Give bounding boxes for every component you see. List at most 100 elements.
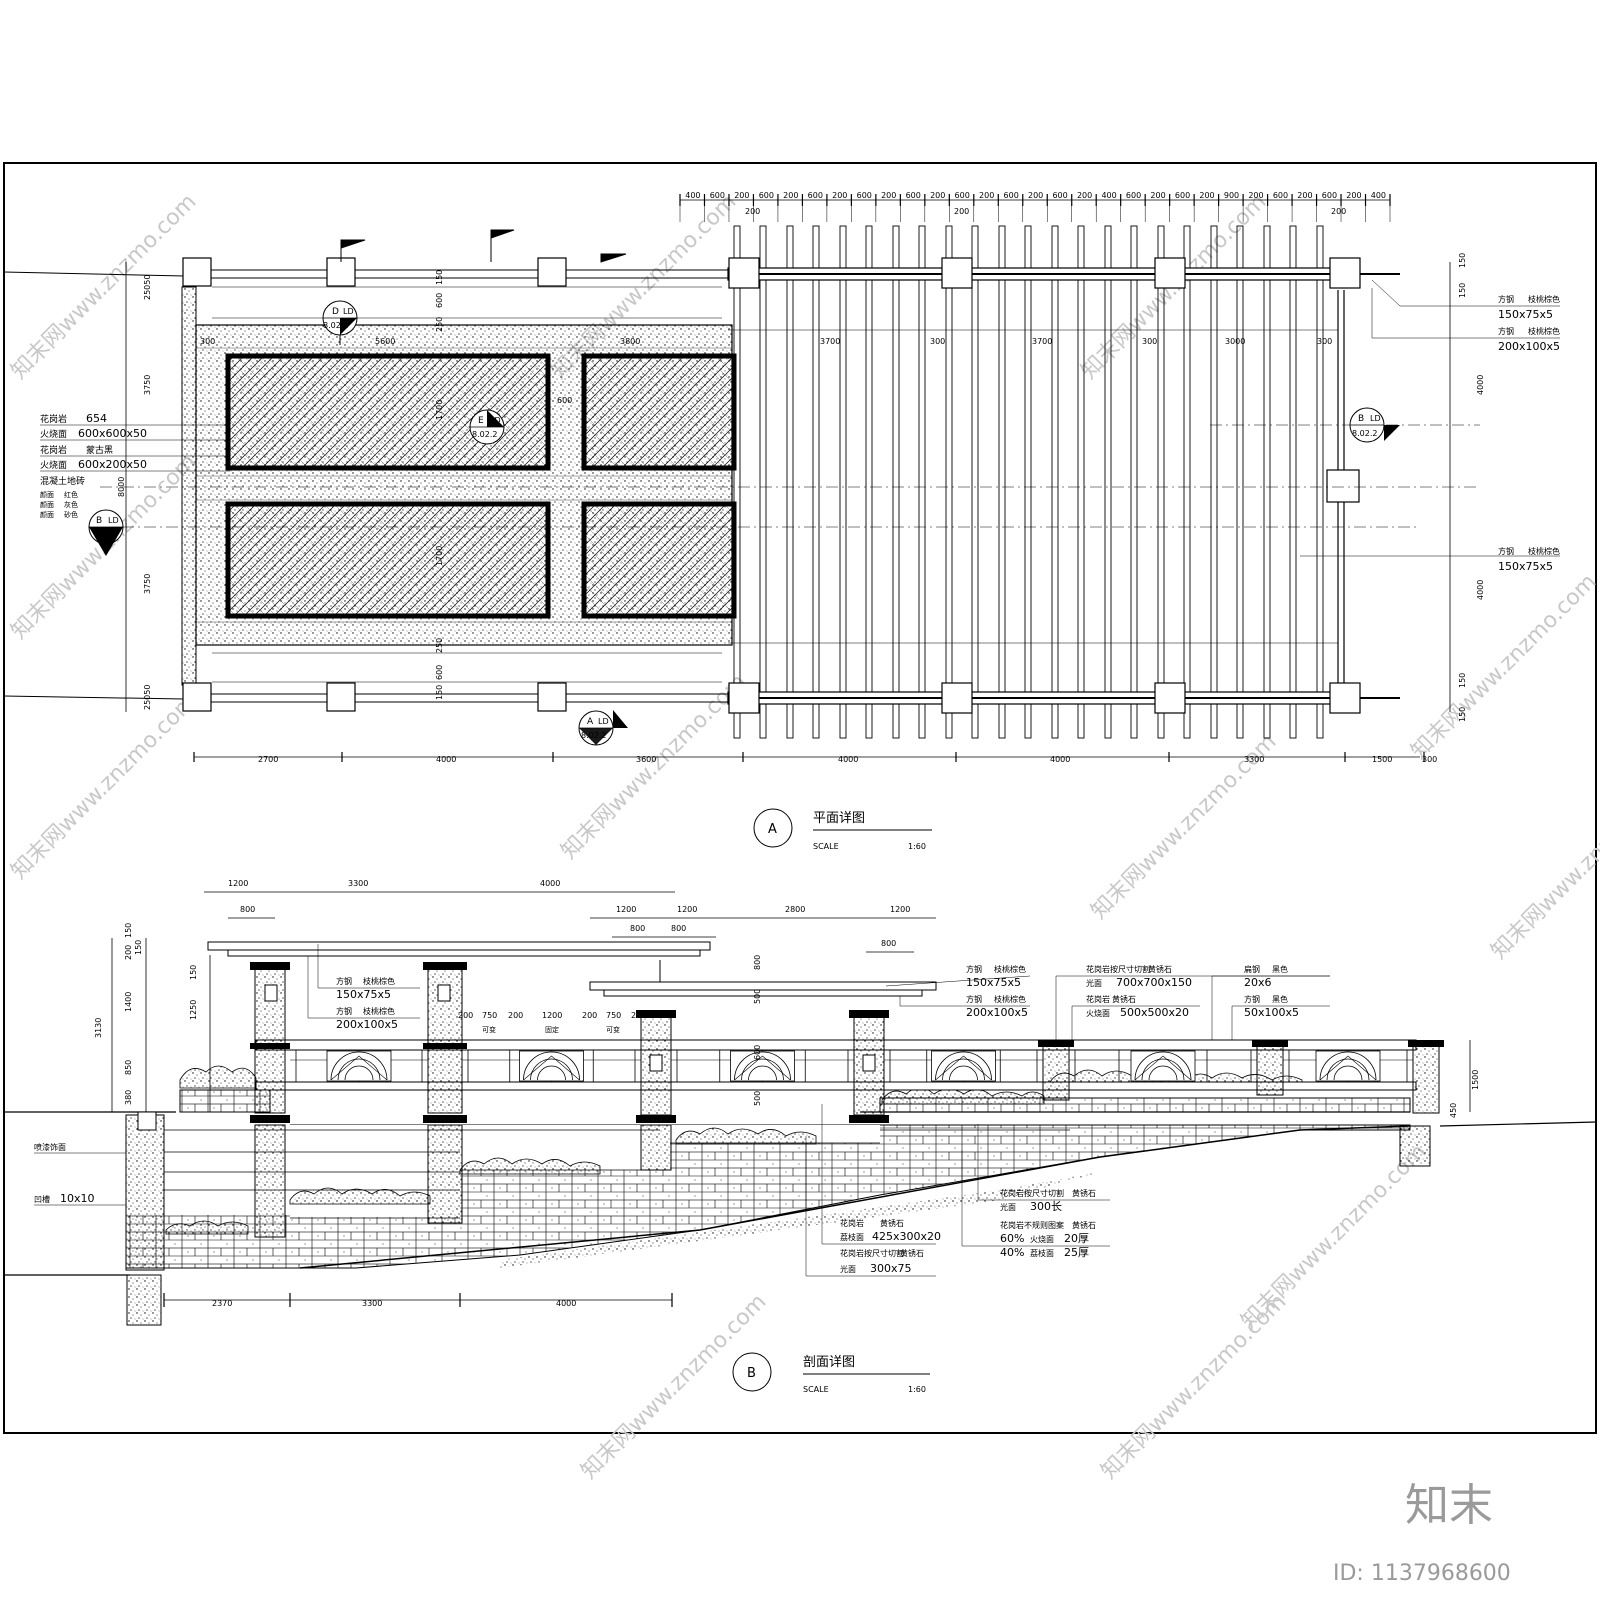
sec-mid-dim-1: 750 bbox=[482, 1011, 497, 1020]
watermark-text-4: 知末网www.znzmo.com bbox=[557, 669, 752, 864]
sec-top-dim-1: 3300 bbox=[348, 879, 368, 888]
section-marker-b-left-tag: LD bbox=[108, 516, 119, 525]
plan-inner-dim-7: 300 bbox=[1142, 337, 1157, 346]
plan-inner-dim-0: 300 bbox=[200, 337, 215, 346]
plan-bottom-dim-4: 4000 bbox=[1050, 755, 1070, 764]
sec-bottom-dim-0: 2370 bbox=[212, 1299, 232, 1308]
sec-steel-1a: 方钢 bbox=[336, 1006, 352, 1016]
sec-left-dim-0: 200 bbox=[124, 945, 133, 960]
section-marker-b-left[interactable]: B LD bbox=[88, 509, 124, 556]
plan-note-5b: 红色 bbox=[64, 490, 78, 499]
plan-bottom-dim-3: 4000 bbox=[838, 755, 858, 764]
plan-top-dim-28: 400 bbox=[1371, 191, 1386, 200]
sec-lnote-1b: 黄锈石 bbox=[900, 1248, 924, 1258]
plan-rnote-2b: 枝桃棕色 bbox=[1528, 546, 1560, 556]
plan-rnote-2a: 方钢 bbox=[1498, 546, 1514, 556]
section-title: 剖面详图 bbox=[803, 1355, 855, 1370]
plan-top-dim-18: 600 bbox=[1126, 191, 1141, 200]
sec-mid-dim-0: 200 bbox=[458, 1011, 473, 1020]
plan-inner-v-5: 250 bbox=[435, 638, 444, 653]
top-dim-row2-0: 200 bbox=[745, 207, 760, 216]
plan-inner-dim-2: 600 bbox=[557, 396, 572, 405]
sec-right-v-1: 500 bbox=[753, 989, 762, 1004]
sec-steel-2s: 150x75x5 bbox=[966, 976, 1021, 989]
plan-rnote-1b: 枝桃棕色 bbox=[1528, 326, 1560, 336]
plan-bottom-dim-0: 2700 bbox=[258, 755, 278, 764]
plan-top-dim-26: 600 bbox=[1322, 191, 1337, 200]
plan-bottom-dim-7: 300 bbox=[1422, 755, 1437, 764]
sec-top-dim-right-r2-0: 800 bbox=[630, 924, 645, 933]
sec-top-dim-right-1: 1200 bbox=[677, 905, 697, 914]
sec-left-note-1a: 凹槽 bbox=[34, 1194, 50, 1204]
section-marker-a-ref: 8.02.2 bbox=[581, 731, 606, 740]
plan-rnote-0b: 枝桃棕色 bbox=[1528, 294, 1560, 304]
section-view: 1200 3300 4000 800 1200 1200 2800 1200 8… bbox=[4, 879, 1597, 1394]
sec-bnote-3b: 荔枝面 bbox=[1030, 1248, 1054, 1258]
plan-top-dim-10: 200 bbox=[930, 191, 945, 200]
sec-lnote-1a: 花岗岩按尺寸切割 bbox=[840, 1248, 904, 1258]
sec-stone-0d: 700x700x150 bbox=[1116, 976, 1192, 989]
sec-steel-2b: 枝桃棕色 bbox=[994, 964, 1026, 974]
sec-steel-3b: 枝桃棕色 bbox=[994, 994, 1026, 1004]
plan-inner-v-1: 600 bbox=[435, 293, 444, 308]
plan-note-4a: 混凝土地砖 bbox=[40, 475, 85, 487]
plan-top-dim-19: 200 bbox=[1150, 191, 1165, 200]
plan-title-letter: A bbox=[768, 822, 777, 837]
sec-mid-dim-5: 750 bbox=[606, 1011, 621, 1020]
section-marker-b-right-ref: 8.02.2 bbox=[1352, 429, 1377, 438]
section-marker-d[interactable]: D LD 8.02.2 bbox=[322, 300, 358, 345]
sec-stone-2a: 扁钢 bbox=[1244, 964, 1260, 974]
plan-top-dim-17: 400 bbox=[1101, 191, 1116, 200]
watermark-text-9: 知末网www.znzmo.com bbox=[1407, 569, 1600, 764]
section-title-letter: B bbox=[747, 1366, 756, 1381]
plan-rnote-0a: 方钢 bbox=[1498, 294, 1514, 304]
plan-right-dim-5: 150 bbox=[1458, 707, 1467, 722]
plan-right-dim-3: 4000 bbox=[1476, 580, 1485, 600]
sec-lnote-1d: 300x75 bbox=[870, 1262, 912, 1275]
sec-far-right-0: 1500 bbox=[1471, 1070, 1480, 1090]
plan-right-dim-4: 150 bbox=[1458, 673, 1467, 688]
section-marker-e-letter: E bbox=[478, 416, 484, 426]
sec-lnote-0d: 425x300x20 bbox=[872, 1230, 941, 1243]
plan-inner-dim-6: 3700 bbox=[1032, 337, 1052, 346]
sec-stone-3b: 黑色 bbox=[1272, 994, 1288, 1004]
watermark-text-10: 知末网www.znzmo.com bbox=[1487, 769, 1600, 964]
plan-top-dim-1: 600 bbox=[710, 191, 725, 200]
plan-note-7a: 颜面 bbox=[40, 510, 54, 519]
section-title-block: B 剖面详图 SCALE 1:60 bbox=[732, 1352, 930, 1394]
sec-bnote-2d: 20厚 bbox=[1064, 1232, 1089, 1245]
plan-right-dim-0: 150 bbox=[1458, 253, 1467, 268]
plan-note-1a: 火烧面 bbox=[40, 428, 67, 440]
sec-stone-0a: 花岗岩按尺寸切割 bbox=[1086, 964, 1150, 974]
plan-rnote-1a: 方钢 bbox=[1498, 326, 1514, 336]
sec-stone-1c: 火烧面 bbox=[1086, 1008, 1110, 1018]
sec-mid-dim-6: 200 bbox=[631, 1011, 646, 1020]
plan-note-0a: 花岗岩 bbox=[40, 413, 67, 425]
sec-stone-1d: 500x500x20 bbox=[1120, 1006, 1189, 1019]
plan-note-2a: 花岗岩 bbox=[40, 444, 67, 456]
section-marker-e[interactable]: E LD 8.02.2 bbox=[469, 409, 505, 445]
sec-mid-dim-3: 1200 bbox=[542, 1011, 562, 1020]
sec-right-v-2: 600 bbox=[753, 1045, 762, 1060]
sec-top-dim-right-0: 1200 bbox=[616, 905, 636, 914]
plan-inner-v-6: 600 bbox=[435, 665, 444, 680]
plan-note-6b: 灰色 bbox=[64, 500, 78, 509]
sec-mid-lbl-1: 固定 bbox=[545, 1025, 559, 1034]
section-marker-b-right[interactable]: B LD 8.02.2 bbox=[1349, 407, 1400, 443]
section-marker-e-ref: 8.02.2 bbox=[472, 430, 497, 439]
watermark-text-0: 知末网www.znzmo.com bbox=[7, 189, 202, 384]
plan-inner-dim-1: 5600 bbox=[375, 337, 395, 346]
sec-bnote-0b: 黄锈石 bbox=[1072, 1188, 1096, 1198]
sec-bottom-dim-1: 3300 bbox=[362, 1299, 382, 1308]
plan-top-dim-0: 400 bbox=[685, 191, 700, 200]
sec-left-dim-4: 1250 bbox=[189, 1000, 198, 1020]
plan-top-dim-20: 600 bbox=[1175, 191, 1190, 200]
plan-rnote-2s: 150x75x5 bbox=[1498, 560, 1553, 573]
sec-left-dim-8: 380 bbox=[124, 1090, 133, 1105]
section-marker-d-letter: D bbox=[332, 307, 339, 317]
plan-top-dim-7: 600 bbox=[857, 191, 872, 200]
sec-bnote-2b: 火烧面 bbox=[1030, 1234, 1054, 1244]
plan-top-dim-6: 200 bbox=[832, 191, 847, 200]
section-marker-a[interactable]: A LD 8.02.2 bbox=[578, 710, 628, 746]
